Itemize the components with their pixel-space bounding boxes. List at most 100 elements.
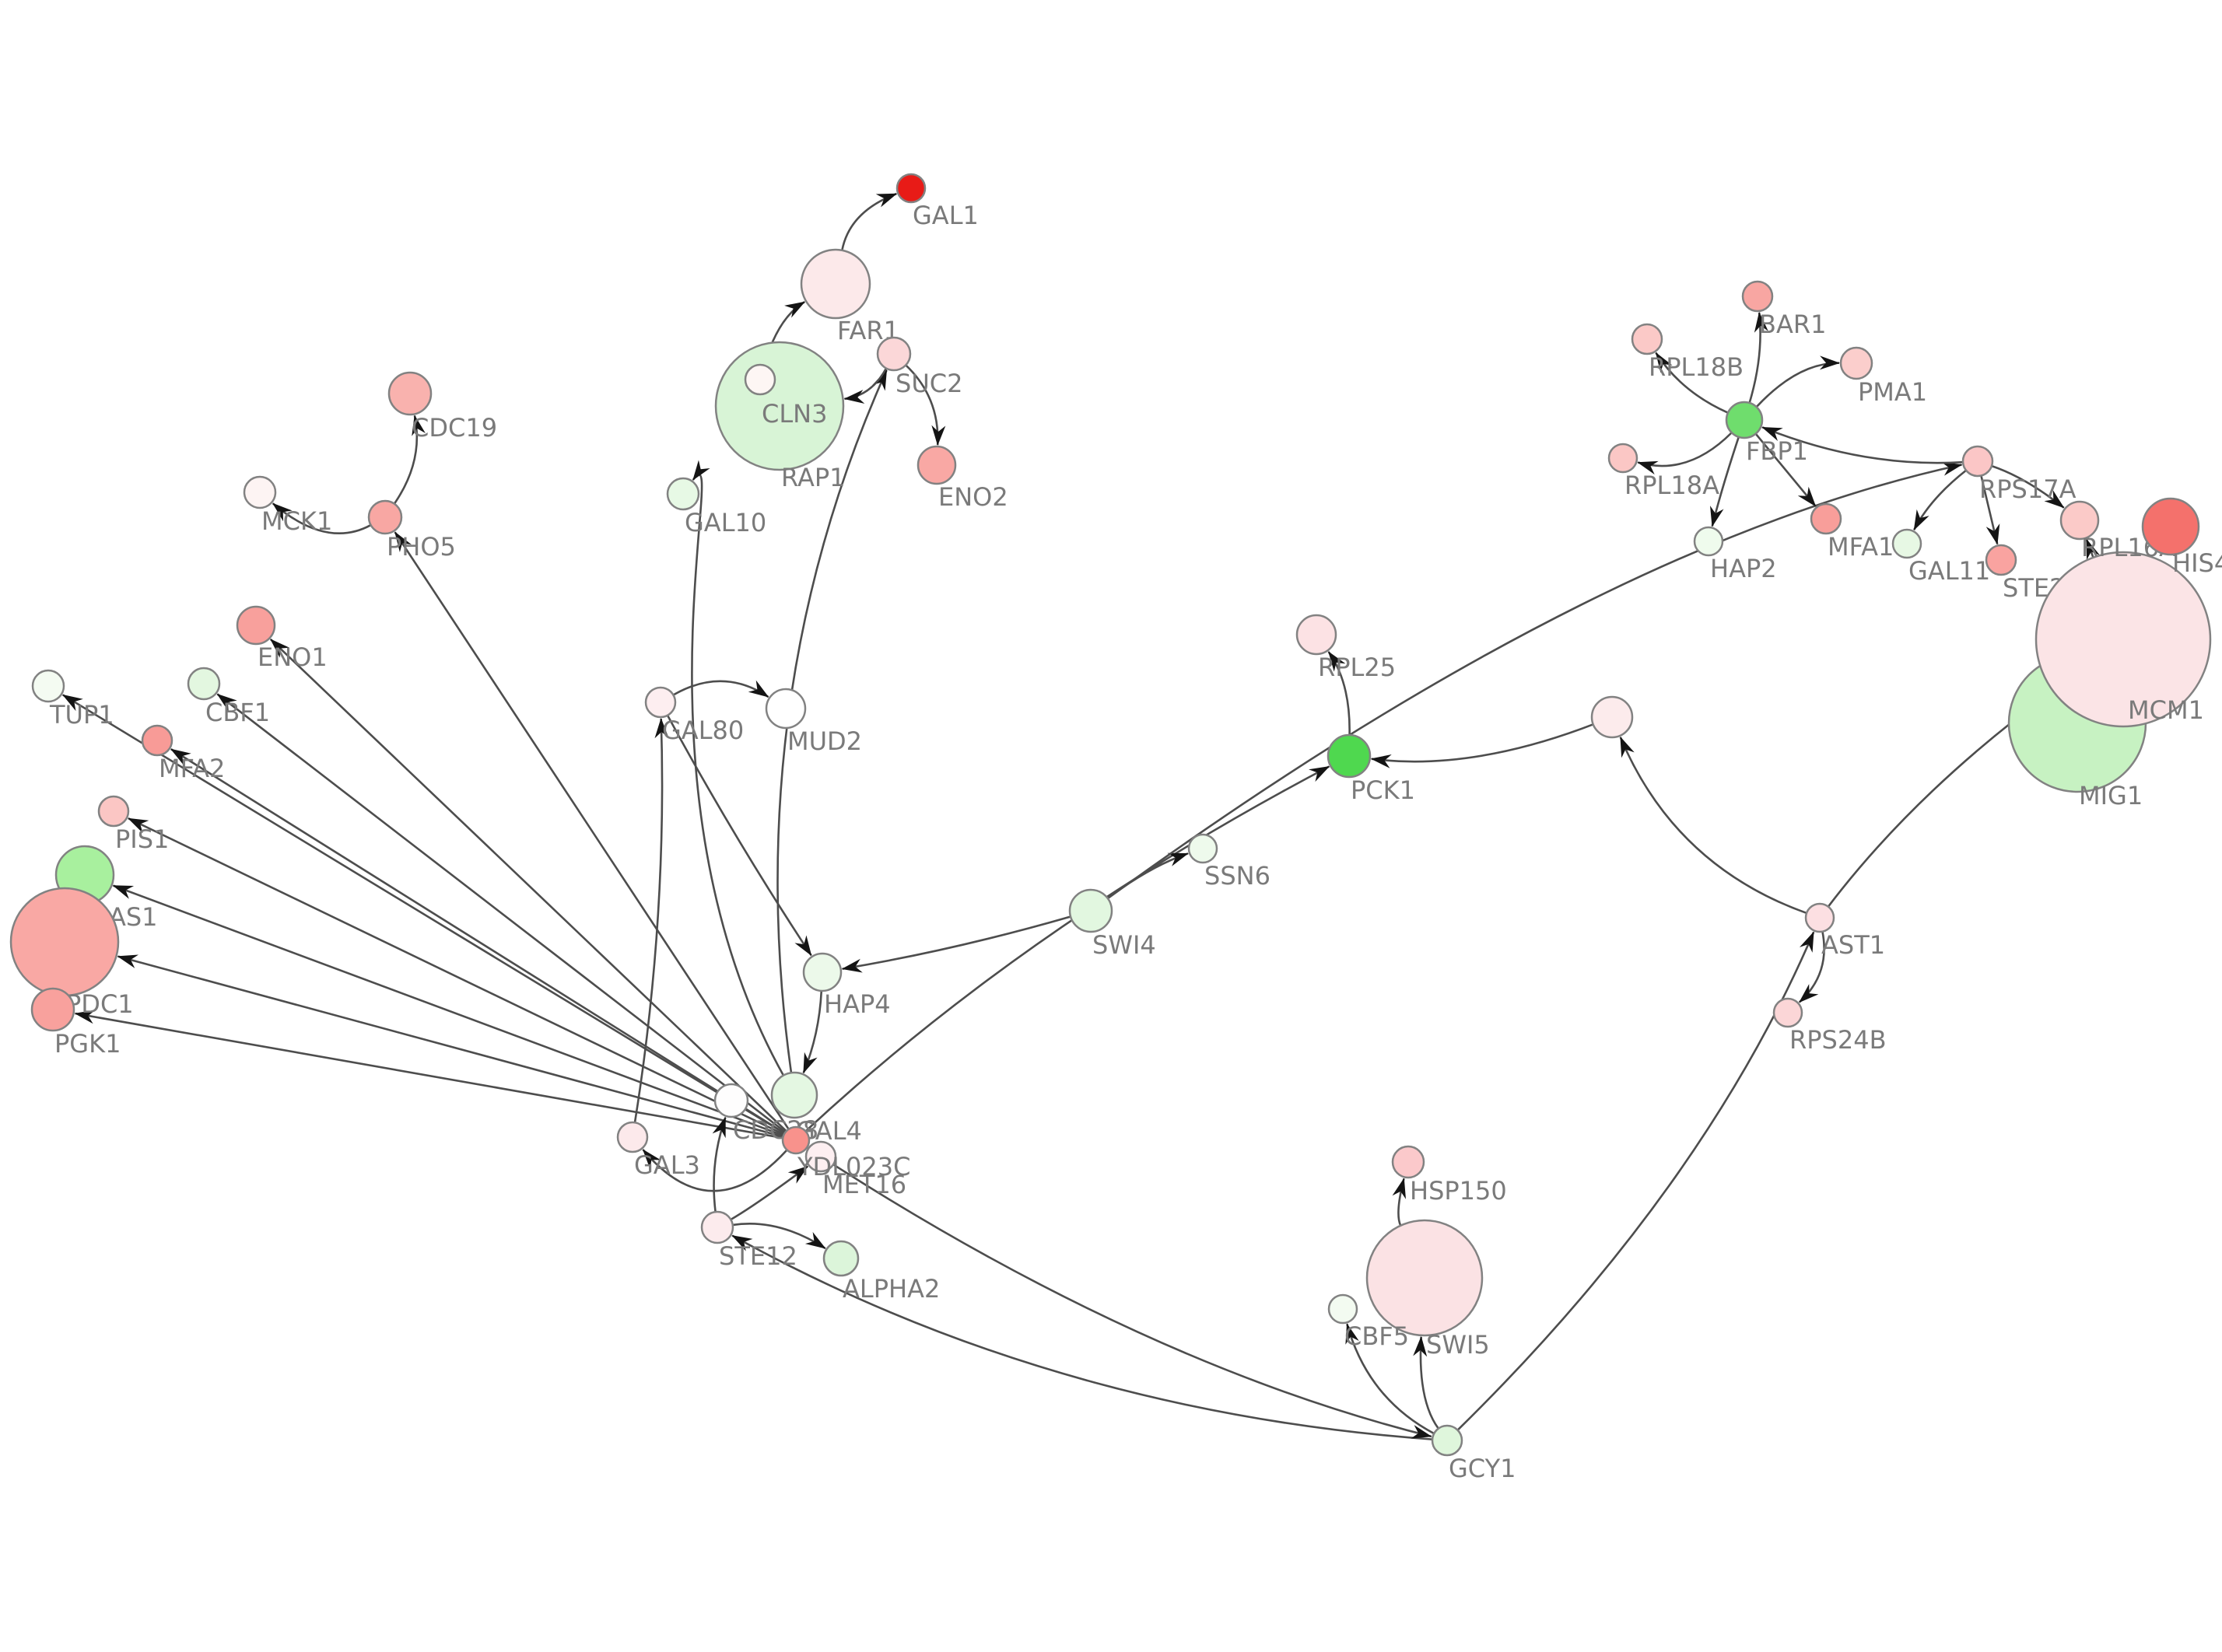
node-RPL18A: RPL18A: [1607, 443, 1719, 500]
node-circle-ENO2[interactable]: [916, 445, 957, 485]
node-circle-FBP1[interactable]: [1725, 401, 1764, 439]
edge-GAL80-MUD2[interactable]: [672, 680, 769, 698]
node-circle-PIS1[interactable]: [97, 795, 130, 828]
node-circle-SUC2[interactable]: [876, 336, 912, 372]
node-circle-PCK1[interactable]: [1327, 733, 1372, 779]
arrowhead-SUC2-RAP1: [843, 390, 865, 404]
node-circle-STE2[interactable]: [1985, 544, 2017, 576]
edge-YDL023C-TUP1[interactable]: [62, 694, 786, 1135]
edge-GCY1-SWI5[interactable]: [1419, 1336, 1439, 1430]
node-circle-MFA1[interactable]: [1810, 502, 1842, 535]
node-circle-STE12[interactable]: [700, 1210, 734, 1244]
node-circle-GAL4[interactable]: [770, 1071, 818, 1119]
node-label-MCM1: MCM1: [2128, 695, 2204, 725]
edge-YDL023C-RAS1[interactable]: [113, 884, 784, 1137]
node-circle-HAP4[interactable]: [802, 952, 843, 992]
node-circle-HAP2[interactable]: [1693, 526, 1724, 557]
node-circle-CDC19[interactable]: [387, 371, 433, 416]
node-circle-PGK1[interactable]: [30, 987, 75, 1032]
edge-SWI4-RPS17A[interactable]: [1107, 464, 1962, 900]
node-circle-GAL80[interactable]: [644, 686, 677, 719]
node-label-RPL18A: RPL18A: [1624, 471, 1719, 500]
node-CBF1: CBF1: [187, 667, 270, 727]
edge-GAL4-GAL10[interactable]: [691, 473, 785, 1076]
node-ENO1: ENO1: [236, 605, 328, 672]
edge-YDL023C-PHO5[interactable]: [394, 531, 790, 1130]
node-label-CBF1: CBF1: [205, 698, 270, 727]
edge-PHO5-MCK1[interactable]: [272, 502, 372, 534]
node-circle-HIS4[interactable]: [2141, 497, 2200, 556]
node-circle-CLN3[interactable]: [744, 363, 776, 396]
edge-YDL023C-GCY1[interactable]: [806, 1146, 1432, 1438]
edge-FAR1-GAL1[interactable]: [841, 192, 897, 251]
node-circle-AST1[interactable]: [1804, 902, 1835, 933]
node-circle-MCK1[interactable]: [243, 475, 277, 509]
edge-GCY1-CBF5[interactable]: [1346, 1323, 1435, 1435]
arrowhead-AST1-PINK1: [1620, 736, 1635, 758]
edge-YDL023C-CBF1[interactable]: [216, 693, 787, 1133]
node-circle-SSN6[interactable]: [1187, 833, 1218, 864]
node-circle-PHO5[interactable]: [367, 499, 403, 535]
node-circle-FAR1[interactable]: [800, 248, 871, 320]
edge-RPS17A-FBP1[interactable]: [1761, 426, 1964, 464]
edge-YDL023C-PDC1[interactable]: [117, 955, 783, 1138]
node-circle-RPL25[interactable]: [1295, 614, 1337, 656]
arrowhead-YDL023C-CBF1: [216, 693, 237, 712]
node-label-MIG1: MIG1: [2079, 781, 2143, 810]
node-circle-CBF5[interactable]: [1327, 1293, 1358, 1325]
edge-GCY1-STE12[interactable]: [731, 1234, 1433, 1440]
node-circle-YDL023C[interactable]: [781, 1125, 811, 1155]
node-circle-HSP150[interactable]: [1391, 1145, 1425, 1179]
arrowhead-STE12-MET16: [787, 1165, 808, 1184]
node-circle-GAL10[interactable]: [666, 477, 700, 511]
edge-STE12-MET16[interactable]: [730, 1165, 808, 1221]
node-circle-BAR1[interactable]: [1741, 280, 1774, 313]
node-circle-PINK1[interactable]: [1590, 695, 1634, 739]
edge-YDL023C-PIS1[interactable]: [128, 817, 785, 1136]
edge-GAL3-GAL80[interactable]: [633, 718, 664, 1123]
node-circle-SWI4[interactable]: [1068, 888, 1113, 933]
node-HAP4: HAP4: [802, 952, 891, 1019]
node-circle-GAL1[interactable]: [895, 173, 927, 204]
edge-SWI4-HAP4[interactable]: [842, 915, 1071, 971]
node-circle-RPL18A[interactable]: [1607, 443, 1638, 474]
node-circle-PMA1[interactable]: [1839, 346, 1873, 380]
edge-YDL023C-PCK1[interactable]: [804, 765, 1330, 1132]
node-circle-ALPHA2[interactable]: [822, 1240, 860, 1277]
node-circle-CBF1[interactable]: [187, 667, 221, 701]
node-circle-GCY1[interactable]: [1431, 1424, 1463, 1457]
node-circle-MCM1[interactable]: [2034, 551, 2212, 728]
node-circle-GAL3[interactable]: [616, 1121, 649, 1153]
node-circle-RPL16A[interactable]: [2059, 500, 2100, 541]
arrowhead-MCM1-RPL16A: [2086, 538, 2100, 560]
node-circle-MFA2[interactable]: [141, 724, 173, 757]
edge-FBP1-RPL18A[interactable]: [1637, 432, 1733, 467]
node-circle-ENO1[interactable]: [236, 605, 276, 646]
node-label-SWI4: SWI4: [1092, 930, 1156, 960]
node-label-RPS24B: RPS24B: [1789, 1025, 1887, 1055]
edge-YDL023C-ENO1[interactable]: [269, 639, 787, 1132]
node-circle-TUP1[interactable]: [31, 669, 65, 703]
node-YDL023C: YDL023C: [781, 1125, 910, 1181]
node-circle-SWI5[interactable]: [1365, 1219, 1484, 1337]
edge-YDL023C-PGK1[interactable]: [75, 1012, 783, 1139]
edge-YDL023C-MFA2[interactable]: [170, 748, 786, 1135]
edge-AST1-PINK1[interactable]: [1619, 737, 1807, 915]
node-circle-RPL18B[interactable]: [1631, 323, 1663, 355]
node-label-CLN3: CLN3: [762, 399, 827, 429]
node-ENO2: ENO2: [916, 445, 1008, 512]
arrowhead-YDL023C-TUP1: [61, 694, 83, 712]
node-circle-MET16[interactable]: [804, 1140, 837, 1173]
node-circle-PDC1[interactable]: [9, 887, 120, 997]
node-circle-RPS17A[interactable]: [1961, 445, 1994, 478]
node-circle-MUD2[interactable]: [765, 688, 807, 730]
edge-GCY1-AST1[interactable]: [1456, 931, 1815, 1431]
edge-PINK1-PCK1[interactable]: [1371, 723, 1594, 763]
node-circle-GAL11[interactable]: [1891, 528, 1922, 559]
node-label-PDC1: PDC1: [66, 989, 134, 1019]
edge-GAL80-HAP4[interactable]: [666, 715, 812, 957]
node-circle-RPS24B[interactable]: [1772, 997, 1803, 1028]
node-circle-CDC28[interactable]: [713, 1083, 749, 1118]
edge-FBP1-PMA1[interactable]: [1755, 362, 1840, 408]
